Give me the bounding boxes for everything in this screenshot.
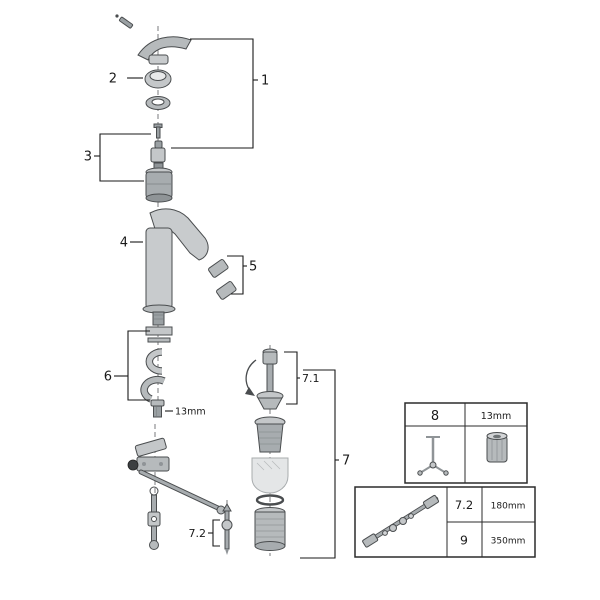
top-screw-part [115,14,134,29]
aerator-parts [208,259,237,300]
basin-wrench-tool-part [417,436,449,476]
callout-2-label: 2 [109,72,117,87]
fixing-screw-part [153,123,163,139]
hose-table-row1-length: 180mm [491,502,526,512]
drain-cutaway-part [251,457,289,494]
callout-bracket-6 [114,330,150,401]
hose-table-row1-part: 7.2 [455,498,473,512]
callout-bracket-1 [171,38,258,149]
callout-1-label: 1 [261,74,269,89]
tool-box-size-label: 13mm [481,411,512,422]
handle-lever-part [137,36,192,65]
rotation-arrow-icon [245,359,257,396]
callout-6-label: 6 [104,370,112,385]
valve-stem-part [150,140,166,163]
shank-washer-parts [145,311,173,343]
callout-bracket-7-2 [208,519,220,547]
tool-box-8: 8 13mm [404,402,528,484]
cap-part [144,69,172,89]
callout-5-label: 5 [249,260,257,275]
mounting-bracket-parts [127,437,170,472]
callout-4-label: 4 [120,236,128,251]
callout-bracket-7 [300,369,339,559]
drain-flange-part [254,416,286,453]
tool-box-part-label: 8 [431,409,439,424]
callout-7-1-label: 7.1 [302,372,320,385]
horizontal-rod-part [138,469,226,515]
flex-hose-part [362,494,439,548]
callout-bracket-7-1 [284,351,300,405]
mounting-washer-parts [140,348,166,403]
drain-body-part [254,507,286,551]
faucet-body-part [142,208,209,314]
vertical-rod-part [147,486,161,550]
pivot-rod-part [221,502,233,555]
callout-bracket-5 [227,255,247,295]
socket-tool-part [486,432,508,463]
popup-plug-part [256,348,284,410]
o-ring-part [255,494,285,506]
hose-table-box: 7.2 180mm 9 350mm [354,486,536,558]
ring-part [145,96,171,110]
hose-table-row2-part: 9 [460,533,468,548]
callout-bracket-3 [94,133,151,182]
callout-7-2-label: 7.2 [189,527,207,540]
wrench-size-label: 13mm [175,407,206,418]
socket-fitting-part [150,399,165,418]
cartridge-part [145,162,173,203]
hose-table-row2-length: 350mm [491,537,526,547]
callout-7-label: 7 [342,454,350,469]
callout-3-label: 3 [84,150,92,165]
